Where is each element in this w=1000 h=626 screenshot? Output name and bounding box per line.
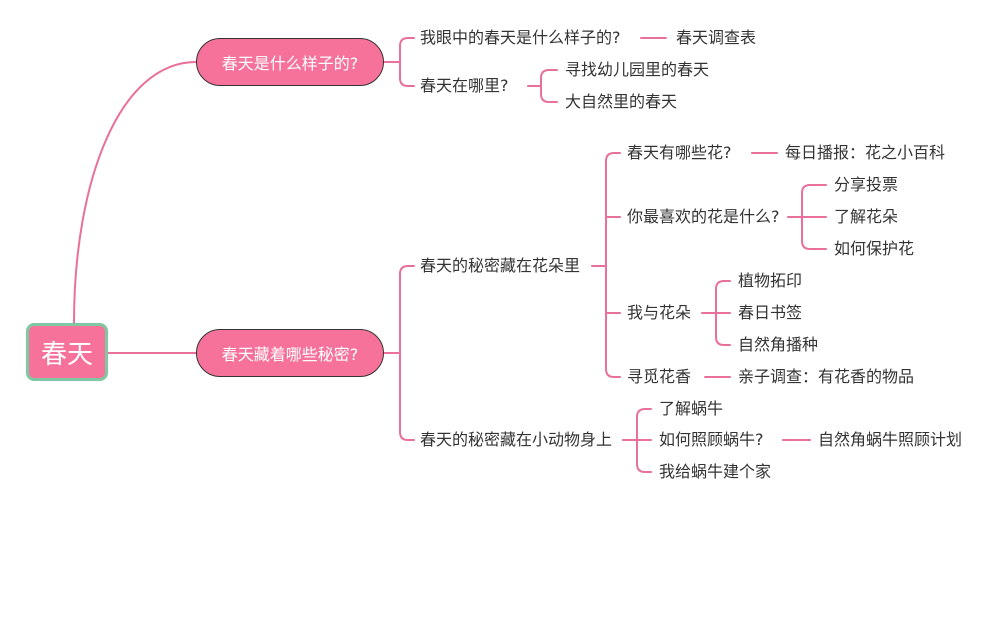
- topic-survey-sheet[interactable]: 春天调查表: [676, 28, 757, 47]
- link-animal-branch-0: [636, 408, 652, 441]
- link-b2-branch-1: [399, 352, 415, 441]
- root-node[interactable]: 春天: [26, 323, 108, 381]
- topic-flower-secret[interactable]: 春天的秘密藏在花朵里: [420, 256, 581, 275]
- topic-protect-flowers[interactable]: 如何保护花: [834, 239, 915, 258]
- topic-me-and-flowers[interactable]: 我与花朵: [627, 303, 692, 322]
- link-me-branch-2: [715, 312, 731, 346]
- link-b1-branch-1: [399, 61, 415, 87]
- link-where-branch-0: [540, 69, 558, 87]
- topic-care-snails[interactable]: 如何照顾蜗牛?: [659, 430, 764, 449]
- topic-which-flowers[interactable]: 春天有哪些花?: [627, 143, 732, 162]
- link-root-branch1: [73, 61, 197, 324]
- topic-plant-rubbing[interactable]: 植物拓印: [738, 271, 803, 290]
- link-me-branch-0: [715, 280, 731, 314]
- topic-favorite-flower[interactable]: 你最喜欢的花是什么?: [627, 207, 780, 226]
- link-flower-branch-3: [605, 265, 621, 378]
- topic-spring-bookmark[interactable]: 春日书签: [738, 303, 803, 322]
- topic-seek-fragrance[interactable]: 寻觅花香: [627, 367, 692, 386]
- link-animal-branch-2: [636, 439, 652, 473]
- topic-my-spring[interactable]: 我眼中的春天是什么样子的?: [420, 28, 621, 47]
- branch-node-spring-secrets[interactable]: 春天藏着哪些秘密?: [196, 329, 384, 377]
- link-fav-branch-0: [801, 184, 827, 218]
- topic-where-is-spring[interactable]: 春天在哪里?: [420, 76, 509, 95]
- link-b2-branch-0: [399, 265, 415, 354]
- topic-parent-survey[interactable]: 亲子调查：有花香的物品: [738, 367, 915, 386]
- topic-kindergarten-spring[interactable]: 寻找幼儿园里的春天: [565, 60, 710, 79]
- link-where-branch-1: [540, 85, 558, 103]
- link-flower-branch-0: [605, 152, 621, 267]
- topic-learn-flowers[interactable]: 了解花朵: [834, 207, 899, 226]
- topic-daily-broadcast[interactable]: 每日播报：花之小百科: [785, 143, 946, 162]
- topic-learn-snails[interactable]: 了解蜗牛: [659, 399, 724, 418]
- branch-node-what-spring-looks-like[interactable]: 春天是什么样子的?: [196, 38, 384, 86]
- topic-nature-corner-sowing[interactable]: 自然角播种: [738, 335, 819, 354]
- topic-nature-spring[interactable]: 大自然里的春天: [565, 92, 678, 111]
- link-b1-branch-0: [399, 37, 415, 63]
- topic-animal-secret[interactable]: 春天的秘密藏在小动物身上: [420, 430, 613, 449]
- topic-share-vote[interactable]: 分享投票: [834, 175, 899, 194]
- topic-snail-care-plan[interactable]: 自然角蜗牛照顾计划: [818, 430, 963, 449]
- link-fav-branch-2: [801, 216, 827, 250]
- topic-snail-home[interactable]: 我给蜗牛建个家: [659, 462, 772, 481]
